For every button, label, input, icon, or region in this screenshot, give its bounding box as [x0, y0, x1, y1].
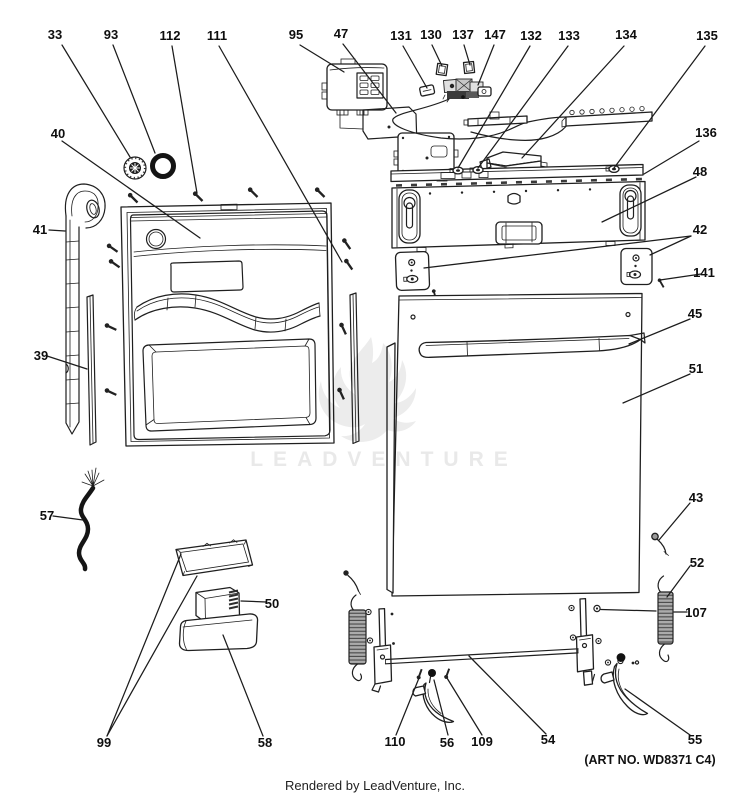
callout-45[interactable]: 45: [688, 306, 702, 321]
access-panel: [390, 163, 646, 252]
art-number: (ART NO. WD8371 C4): [584, 753, 715, 767]
right-keyhole-bracket: [619, 184, 642, 237]
callout-57[interactable]: 57: [40, 508, 54, 523]
footer-credit: Rendered by LeadVenture, Inc.: [285, 778, 465, 793]
dispenser-lid: [175, 539, 254, 577]
callout-130[interactable]: 130: [420, 27, 442, 42]
callout-56[interactable]: 56: [440, 735, 454, 750]
callout-labels: 33 93 112 111 95 47 131 130 137 147 132 …: [33, 26, 718, 750]
watermark: LEADVENTURE: [250, 337, 518, 471]
dispenser-body: [178, 613, 259, 652]
callout-39[interactable]: 39: [34, 348, 48, 363]
callout-135[interactable]: 135: [696, 28, 718, 43]
left-release-lever: [412, 669, 455, 723]
hook-bolt: [651, 532, 669, 556]
harness-bracket: [463, 111, 528, 127]
callout-132[interactable]: 132: [520, 28, 542, 43]
callout-134[interactable]: 134: [615, 27, 637, 42]
door-handle: [418, 332, 646, 358]
vent-grille: [123, 156, 147, 180]
callout-147[interactable]: 147: [484, 27, 506, 42]
callout-33[interactable]: 33: [48, 27, 62, 42]
callout-110[interactable]: 110: [385, 734, 406, 749]
door-recess: [170, 260, 244, 293]
shoulder-fasteners: [449, 164, 620, 175]
callout-109[interactable]: 109: [471, 734, 493, 749]
vent-manifold: [561, 106, 653, 128]
wire-harness: [392, 98, 653, 141]
callout-41[interactable]: 41: [33, 222, 47, 237]
right-release-lever: [600, 653, 649, 716]
callout-55[interactable]: 55: [688, 732, 702, 747]
callout-141[interactable]: 141: [693, 265, 715, 280]
callout-111[interactable]: 111: [207, 28, 227, 43]
left-trim-strip: [86, 294, 97, 446]
leader-lines: [46, 43, 706, 737]
left-keyhole-bracket: [398, 189, 421, 244]
hinge-rod: [384, 648, 579, 665]
door-wiring-harness: [76, 467, 105, 572]
callout-51[interactable]: 51: [689, 361, 703, 376]
callout-40[interactable]: 40: [51, 126, 65, 141]
module-connector: [356, 72, 384, 99]
escutcheon-strip: [390, 163, 644, 183]
callout-58[interactable]: 58: [258, 735, 272, 750]
callout-47[interactable]: 47: [334, 26, 348, 41]
watermark-flame-logo: [318, 337, 416, 442]
dispenser-insert: [195, 586, 241, 624]
callout-107[interactable]: 107: [685, 605, 707, 620]
callout-50[interactable]: 50: [265, 596, 279, 611]
callout-133[interactable]: 133: [558, 28, 580, 43]
hinge-assembly: [365, 597, 635, 693]
control-module: [321, 58, 388, 116]
left-door-channel: [64, 183, 106, 435]
vent-hole: [145, 228, 167, 250]
panel-pocket: [495, 221, 543, 249]
callout-93[interactable]: 93: [104, 27, 118, 42]
outer-door-panel: [386, 292, 646, 597]
callout-99[interactable]: 99: [97, 735, 111, 750]
callout-48[interactable]: 48: [693, 164, 707, 179]
door-style-channel: [134, 293, 321, 333]
right-door-spring: [657, 575, 674, 663]
o-ring: [150, 153, 176, 179]
spring-nut-107: [593, 604, 601, 613]
door-latch-assembly: [419, 60, 492, 103]
callout-131[interactable]: 131: [390, 28, 412, 43]
callout-42[interactable]: 42: [693, 222, 707, 237]
callout-43[interactable]: 43: [689, 490, 703, 505]
callout-112[interactable]: 112: [160, 28, 181, 43]
callout-136[interactable]: 136: [695, 125, 717, 140]
callout-137[interactable]: 137: [452, 27, 474, 42]
latch-strike-brackets: [394, 247, 667, 301]
watermark-text: LEADVENTURE: [250, 448, 518, 471]
callout-95[interactable]: 95: [289, 27, 303, 42]
left-door-spring: [343, 570, 367, 682]
callout-52[interactable]: 52: [690, 555, 704, 570]
inner-door-panel: [120, 202, 335, 447]
callout-54[interactable]: 54: [541, 732, 556, 747]
